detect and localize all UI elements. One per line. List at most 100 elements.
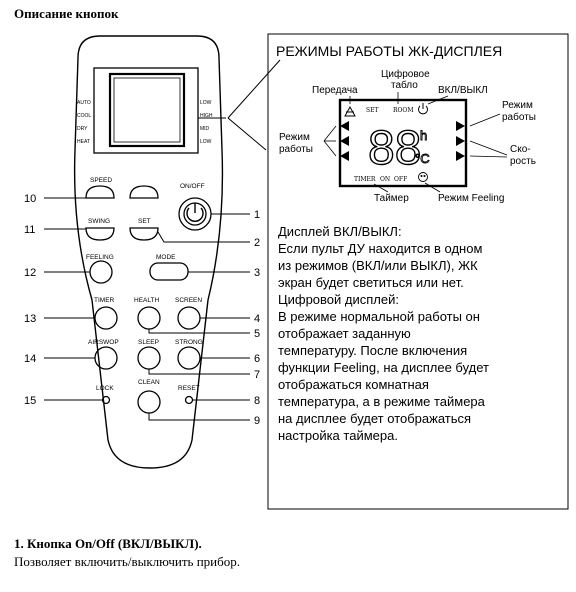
reset-label: RESET — [178, 385, 200, 392]
screen-label: SCREEN — [175, 297, 202, 304]
arrow-right-mode-1 — [456, 121, 465, 131]
lcd-on: ON — [380, 176, 390, 183]
callout-9: 9 — [254, 415, 260, 427]
callout-4: 4 — [254, 313, 260, 325]
speed-label-high: HIGH — [200, 113, 213, 119]
arrow-left-mode-1 — [340, 121, 349, 131]
section-text: Позволяет включить/выключить прибор. — [14, 554, 240, 569]
callout-10: 10 — [24, 193, 36, 205]
remote-body — [73, 35, 224, 469]
speed-button[interactable] — [85, 185, 115, 199]
arrow-right-speed-2 — [456, 151, 465, 161]
callout-1: 1 — [254, 209, 260, 221]
callout-11: 11 — [24, 224, 35, 236]
label-timer: Таймер — [374, 193, 409, 204]
callout-6: 6 — [254, 353, 260, 365]
callout-3: 3 — [254, 267, 260, 279]
strong-button[interactable] — [177, 346, 201, 370]
display-description: Дисплей ВКЛ/ВЫКЛ: Если пульт ДУ находитс… — [278, 224, 489, 443]
label-onoff: ВКЛ/ВЫКЛ — [438, 85, 488, 96]
sleep-button[interactable] — [137, 346, 161, 370]
mode-label: MODE — [156, 254, 176, 261]
desc-line-11: температура, а в режиме таймера — [278, 394, 486, 409]
feeling-icon — [418, 172, 428, 182]
desc-line-10: отображаться комнатная — [278, 377, 429, 392]
desc-line-2: Если пульт ДУ находится в одном — [278, 241, 482, 256]
arrow-right-speed-1 — [456, 136, 465, 146]
feeling-label: FEELING — [86, 254, 114, 261]
clean-label: CLEAN — [138, 379, 160, 386]
callout-14: 14 — [24, 353, 36, 365]
onoff-label: ON/OFF — [180, 183, 205, 190]
desc-line-6: В режиме нормальной работы он — [278, 309, 480, 324]
label-digital-1: Цифровое — [381, 68, 430, 80]
label-mode-left-2: работы — [279, 143, 313, 155]
swing-button[interactable] — [85, 227, 115, 241]
callout-2: 2 — [254, 237, 260, 249]
strong-label: STRONG — [175, 339, 203, 346]
feeling-button[interactable] — [89, 260, 113, 284]
power-icon — [186, 203, 204, 222]
mode-button[interactable] — [149, 262, 189, 281]
desc-line-4: экран будет светиться или нет. — [278, 275, 464, 290]
arrow-left-mode-3 — [340, 151, 349, 161]
desc-line-3: из режимов (ВКЛ/или ВЫКЛ), ЖК — [278, 258, 478, 273]
label-mode-right-1: Режим — [502, 100, 533, 111]
transmit-icon — [344, 105, 356, 117]
mode-label-heat: HEAT — [77, 139, 90, 145]
timer-label: TIMER — [94, 297, 115, 304]
desc-line-7: отображает заданную — [278, 326, 411, 341]
callout-13: 13 — [24, 313, 36, 325]
airswop-label: AIRSWOP — [88, 339, 119, 346]
health-label: HEALTH — [134, 297, 159, 304]
set-label: SET — [138, 218, 151, 225]
label-mode-left-1: Режим — [279, 132, 310, 143]
callout-8: 8 — [254, 395, 260, 407]
label-transfer: Передача — [312, 85, 358, 96]
callout-5: 5 — [254, 328, 260, 340]
speed-label-mid: MID — [200, 126, 210, 132]
lock-label: LOCK — [96, 385, 114, 392]
desc-line-9: функции Feeling, на дисплее будет — [278, 360, 489, 375]
label-mode-right-2: работы — [502, 111, 536, 123]
lcd-timer: TIMER — [354, 176, 376, 183]
sleep-label: SLEEP — [138, 339, 159, 346]
label-feeling: Режим Feeling — [438, 193, 504, 204]
desc-line-8: температуру. После включения — [278, 343, 467, 358]
screen-button[interactable] — [177, 306, 201, 330]
lcd-set: SET — [366, 107, 379, 114]
remote-diagram: AUTO COOL DRY HEAT LOW HIGH MID LOW SPEE… — [24, 33, 569, 510]
page-heading: Описание кнопок — [14, 6, 119, 21]
callout-7: 7 — [254, 369, 260, 381]
clean-button[interactable] — [137, 390, 161, 414]
label-speed-1: Ско- — [510, 144, 531, 155]
mode-label-cool: COOL — [77, 113, 91, 119]
callout-12: 12 — [24, 267, 36, 279]
timer-button[interactable] — [94, 306, 118, 330]
lcd-digits: 88 — [368, 122, 421, 175]
lcd-hour: h — [420, 128, 427, 143]
desc-line-13: настройка таймера. — [278, 428, 398, 443]
lcd-off: OFF — [394, 176, 407, 183]
reset-button[interactable] — [184, 395, 194, 405]
remote-display — [93, 67, 199, 154]
desc-line-12: на дисплее будет отображаться — [278, 411, 471, 426]
display-panel-title: РЕЖИМЫ РАБОТЫ ЖК-ДИСПЛЕЯ — [276, 43, 502, 59]
arrow-left-mode-2 — [340, 136, 349, 146]
set-button-top[interactable] — [129, 185, 159, 199]
speed-label: SPEED — [90, 177, 112, 184]
speed-label-low: LOW — [200, 100, 212, 106]
lcd-room: ROOM — [393, 107, 414, 114]
lcd-celsius: °C — [415, 151, 430, 166]
swing-label: SWING — [88, 218, 110, 225]
lcd-frame — [338, 98, 468, 188]
desc-line-5: Цифровой дисплей: — [278, 292, 399, 307]
lcd-power-icon — [418, 103, 428, 115]
desc-line-1: Дисплей ВКЛ/ВЫКЛ: — [278, 224, 402, 239]
label-digital-2: табло — [391, 79, 418, 91]
section-title: 1. Кнопка On/Off (ВКЛ/ВЫКЛ). — [14, 536, 202, 551]
set-button[interactable] — [129, 227, 159, 241]
lock-button[interactable] — [101, 395, 111, 405]
health-button[interactable] — [137, 306, 161, 330]
label-speed-2: рость — [510, 156, 536, 167]
